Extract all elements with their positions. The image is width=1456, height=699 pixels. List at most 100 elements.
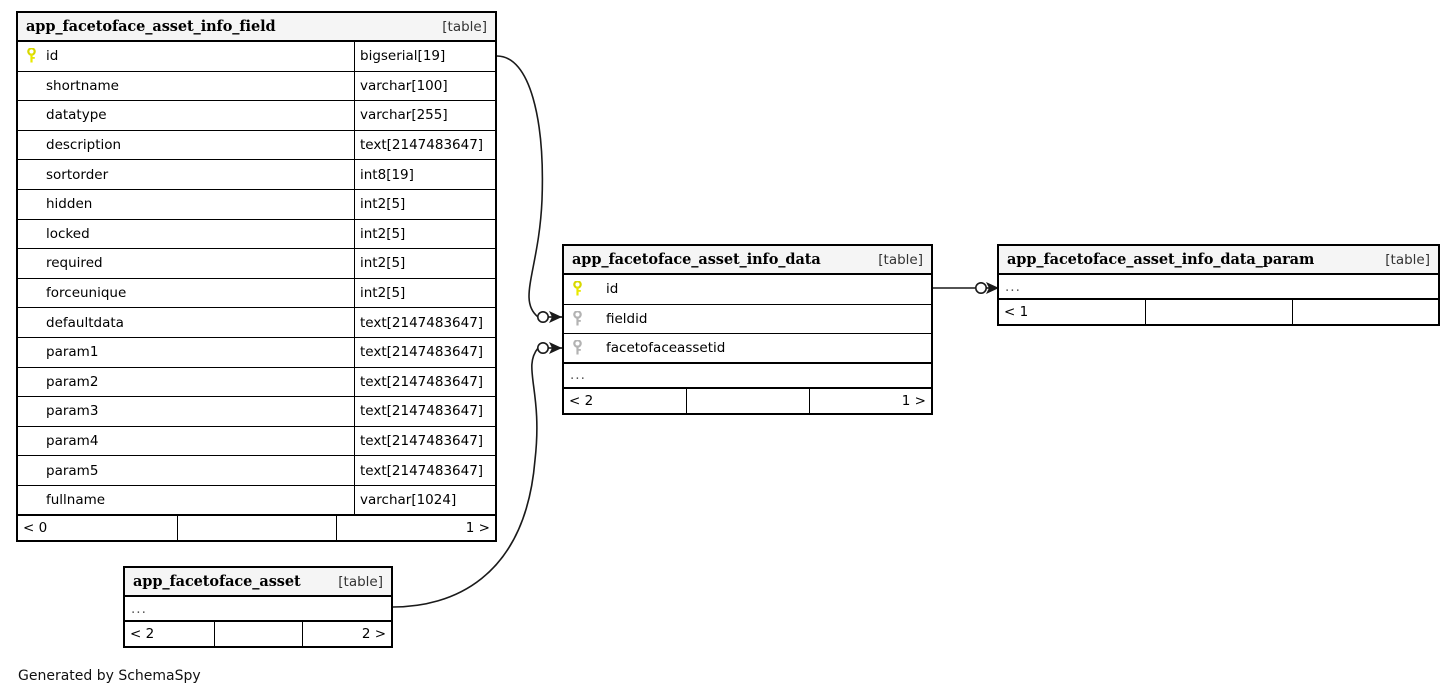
footer-child-count[interactable]: 1 >	[808, 388, 931, 413]
column-type: text[2147483647]	[354, 426, 495, 456]
footer-parent-count[interactable]: < 2	[569, 392, 594, 409]
column-type: varchar[255]	[354, 101, 495, 130]
column-type: int2[5]	[354, 219, 495, 249]
column-name: fullname	[46, 491, 106, 508]
table-title: app_facetoface_asset	[133, 573, 301, 590]
table-row[interactable]: fullname varchar[1024]	[18, 485, 495, 516]
column-name-cell: datatype	[18, 101, 354, 130]
column-name: param2	[46, 373, 99, 390]
primary-key-icon	[570, 281, 584, 297]
column-type: varchar[1024]	[354, 485, 495, 514]
column-name: param1	[46, 344, 99, 361]
column-name: fieldid	[606, 310, 648, 327]
table-row[interactable]: required int2[5]	[18, 249, 495, 279]
column-name: description	[46, 137, 122, 154]
column-name-cell: required	[18, 249, 354, 278]
table-row[interactable]: param3 text[2147483647]	[18, 397, 495, 427]
table-row[interactable]: id bigserial[19]	[18, 42, 495, 72]
table-row[interactable]: param5 text[2147483647]	[18, 456, 495, 486]
column-type: text[2147483647]	[354, 367, 495, 397]
column-type: int8[19]	[354, 160, 495, 189]
column-name: param4	[46, 433, 99, 450]
table-row[interactable]: id	[564, 275, 931, 305]
footer-child-count[interactable]: 1 >	[336, 515, 495, 540]
more-columns-ellipsis[interactable]: ...	[125, 597, 391, 622]
column-name: forceunique	[46, 285, 127, 302]
column-name-cell: param3	[18, 397, 354, 426]
table-app-facetoface-asset-info-field[interactable]: app_facetoface_asset_info_field [table] …	[16, 11, 497, 542]
table-app-facetoface-asset-info-data-param[interactable]: app_facetoface_asset_info_data_param [ta…	[997, 244, 1440, 326]
table-row[interactable]: param2 text[2147483647]	[18, 367, 495, 398]
foreign-key-icon	[570, 310, 584, 327]
table-row[interactable]: facetofaceassetid	[564, 334, 931, 364]
table-row[interactable]: shortname varchar[100]	[18, 71, 495, 102]
footer-parent-count[interactable]: < 0	[23, 519, 48, 536]
column-name: hidden	[46, 196, 93, 213]
table-row[interactable]: datatype varchar[255]	[18, 101, 495, 131]
column-name-cell: facetofaceassetid	[564, 334, 931, 362]
column-name-cell: defaultdata	[18, 308, 354, 337]
footer-child-count[interactable]: 2 >	[302, 622, 391, 646]
column-type: bigserial[19]	[354, 42, 495, 71]
column-name-cell: param2	[18, 368, 354, 397]
column-type: text[2147483647]	[354, 337, 495, 367]
column-type: int2[5]	[354, 278, 495, 308]
table-row[interactable]: description text[2147483647]	[18, 130, 495, 161]
table-type-tag: [table]	[442, 18, 487, 35]
column-name-cell: id	[564, 275, 931, 304]
table-row[interactable]: locked int2[5]	[18, 219, 495, 250]
table-row[interactable]: param1 text[2147483647]	[18, 337, 495, 368]
column-name-cell: hidden	[18, 190, 354, 219]
footer-parent-count[interactable]: < 1	[1004, 304, 1029, 320]
table-header: app_facetoface_asset_info_data_param [ta…	[999, 246, 1438, 275]
table-row[interactable]: forceunique int2[5]	[18, 278, 495, 309]
column-type: text[2147483647]	[354, 397, 495, 426]
column-type: text[2147483647]	[354, 308, 495, 337]
table-app-facetoface-asset-info-data[interactable]: app_facetoface_asset_info_data [table] i…	[562, 244, 933, 415]
column-name-cell: locked	[18, 220, 354, 249]
column-name: facetofaceassetid	[606, 339, 726, 356]
table-type-tag: [table]	[338, 573, 383, 590]
footer-child-count[interactable]	[1291, 300, 1438, 324]
generated-by-caption: Generated by SchemaSpy	[18, 668, 201, 684]
column-name-cell: id	[18, 42, 354, 71]
table-row[interactable]: defaultdata text[2147483647]	[18, 308, 495, 338]
table-header: app_facetoface_asset [table]	[125, 568, 391, 597]
more-columns-ellipsis[interactable]: ...	[999, 275, 1438, 300]
table-header: app_facetoface_asset_info_field [table]	[18, 13, 495, 42]
table-header: app_facetoface_asset_info_data [table]	[564, 246, 931, 275]
table-row[interactable]: fieldid	[564, 305, 931, 335]
column-name-cell: sortorder	[18, 160, 354, 189]
column-type: int2[5]	[354, 249, 495, 278]
table-row[interactable]: param4 text[2147483647]	[18, 426, 495, 457]
column-name: id	[606, 281, 619, 298]
column-type: text[2147483647]	[354, 130, 495, 160]
table-title: app_facetoface_asset_info_data	[572, 251, 821, 268]
more-columns-ellipsis[interactable]: ...	[564, 364, 931, 389]
footer-middle	[213, 622, 303, 646]
column-name: defaultdata	[46, 314, 124, 331]
table-title: app_facetoface_asset_info_field	[26, 18, 276, 35]
column-name-cell: forceunique	[18, 279, 354, 308]
column-type: varchar[100]	[354, 71, 495, 101]
table-footer: < 2 2 >	[125, 622, 391, 646]
column-name-cell: fullname	[18, 486, 354, 514]
table-type-tag: [table]	[878, 251, 923, 268]
table-footer: < 2 1 >	[564, 388, 931, 413]
table-footer: < 1	[999, 300, 1438, 324]
column-name: required	[46, 255, 103, 272]
table-row[interactable]: hidden int2[5]	[18, 189, 495, 220]
edge-data-id-to-data-param	[933, 281, 999, 294]
footer-middle	[686, 388, 808, 413]
footer-middle	[177, 515, 336, 540]
column-name: locked	[46, 225, 90, 242]
table-row[interactable]: sortorder int8[19]	[18, 160, 495, 190]
table-app-facetoface-asset[interactable]: app_facetoface_asset [table] ... < 2 2 >	[123, 566, 393, 648]
column-name-cell: fieldid	[564, 305, 931, 334]
column-name-cell: param5	[18, 456, 354, 485]
column-name-cell: param1	[18, 338, 354, 367]
column-name-cell: shortname	[18, 72, 354, 101]
column-name: param5	[46, 462, 99, 479]
footer-parent-count[interactable]: < 2	[130, 626, 155, 642]
